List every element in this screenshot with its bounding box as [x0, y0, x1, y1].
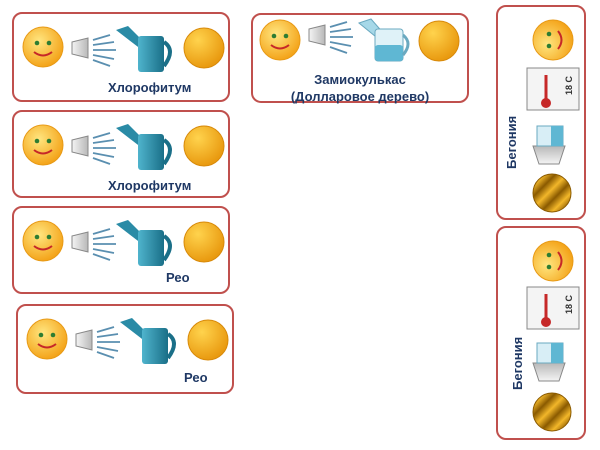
thermometer-icon [526, 286, 580, 330]
plant-name-line1: Замиокулькас [314, 72, 406, 87]
temperature-label: 18 С [564, 75, 574, 95]
watering-can-icon [116, 26, 172, 72]
spray-bottle-icon [75, 326, 120, 359]
plant-name-label: Рео [184, 370, 208, 385]
smiley-icon [22, 26, 64, 68]
watering-can-icon [116, 124, 172, 170]
striped-sun-icon [532, 392, 572, 432]
plant-name-label: Бегония [510, 336, 525, 390]
smiley-icon [22, 124, 64, 166]
plant-name-label: Рео [166, 270, 190, 285]
thermometer-icon [526, 67, 580, 111]
sun-icon [418, 20, 460, 62]
plant-card-zamioculcas: Замиокулькас (Долларовое дерево) [251, 13, 469, 105]
spray-bottle-icon [71, 34, 116, 67]
spray-bottle-icon [308, 21, 353, 54]
smiley-icon [22, 220, 64, 262]
plant-card-reo-2: Рео [16, 304, 234, 394]
plant-card-chlorophytum-1: Хлорофитум [12, 12, 230, 102]
spray-bottle-icon [71, 228, 116, 261]
plant-name-line2: (Долларовое дерево) [290, 89, 430, 104]
sun-icon [183, 221, 225, 263]
plant-name-label: Хлорофитум [108, 178, 192, 193]
smiley-icon [532, 19, 574, 61]
sun-icon [183, 125, 225, 167]
plant-card-begonia-1: 18 С Бегония [496, 5, 586, 220]
plant-card-begonia-2: 18 С Бегония [496, 226, 586, 440]
spray-bottle-icon [532, 342, 566, 382]
light-watering-can-icon [357, 18, 410, 62]
watering-can-icon [116, 220, 172, 266]
smiley-icon [259, 19, 301, 61]
plant-card-chlorophytum-2: Хлорофитум [12, 110, 230, 198]
sun-icon [183, 27, 225, 69]
temperature-label: 18 С [564, 294, 574, 314]
watering-can-icon [120, 318, 176, 364]
plant-name-label: Бегония [504, 115, 519, 169]
smiley-icon [26, 318, 68, 360]
spray-bottle-icon [532, 125, 566, 165]
sun-icon [187, 319, 229, 361]
plant-name-label: Хлорофитум [108, 80, 192, 95]
plant-card-reo-1: Рео [12, 206, 230, 294]
smiley-icon [532, 240, 574, 282]
spray-bottle-icon [71, 132, 116, 165]
plant-name-label: Замиокулькас (Долларовое дерево) [253, 71, 467, 105]
striped-sun-icon [532, 173, 572, 213]
